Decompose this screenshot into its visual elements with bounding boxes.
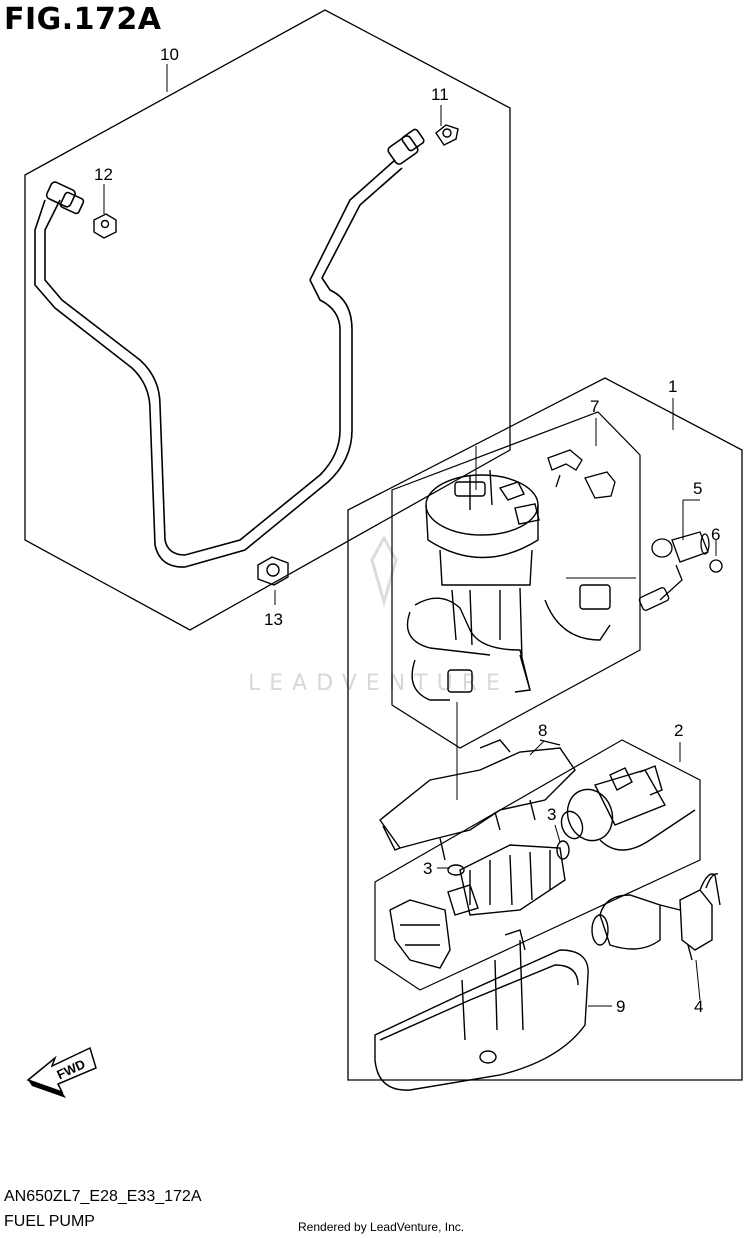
callout-9: 9 [616,997,625,1016]
fwd-arrow: FWD [26,1046,97,1098]
pump-motor [560,765,696,851]
callout-3-upper: 3 [547,805,556,824]
bracket-8 [379,739,576,861]
callout-12: 12 [94,165,113,184]
render-credit: Rendered by LeadVenture, Inc. [298,1220,465,1234]
leader-lines [103,64,717,1007]
filter-holder [447,840,570,916]
pump-top-unit [406,469,611,701]
callout-11: 11 [431,85,449,104]
callout-10: 10 [160,45,179,64]
frame-sub-assembly-7 [391,411,641,749]
callout-13: 13 [264,610,283,629]
callout-6: 6 [711,525,720,544]
pump-clips [547,449,616,499]
callout-8: 8 [538,721,547,740]
clamp-11 [435,124,459,146]
frame-hose-group [24,9,511,631]
fuel-hose [34,128,425,568]
fuel-level-sensor [591,873,721,961]
watermark: LEADVENTURE [248,534,500,696]
clamp-12 [93,213,117,239]
reservoir-cup [374,929,589,1091]
callout-2: 2 [674,721,683,740]
lower-bracket [389,899,451,969]
callout-7: 7 [590,397,599,416]
pressure-regulator [638,531,723,611]
figure-code: AN650ZL7_E28_E33_172A [4,1188,202,1205]
callouts: 10 11 12 13 1 7 5 6 8 2 3 3 4 9 [94,45,720,1016]
figure-title: FIG.172A [4,2,162,37]
figure-name: FUEL PUMP [4,1213,95,1230]
callout-1: 1 [668,377,677,396]
frame-sub-assembly-2 [374,739,701,991]
clamp-13 [257,556,289,586]
callout-4: 4 [694,997,703,1016]
callout-5: 5 [693,479,702,498]
frame-pump-assembly [347,377,743,1081]
callout-3-lower: 3 [423,859,432,878]
